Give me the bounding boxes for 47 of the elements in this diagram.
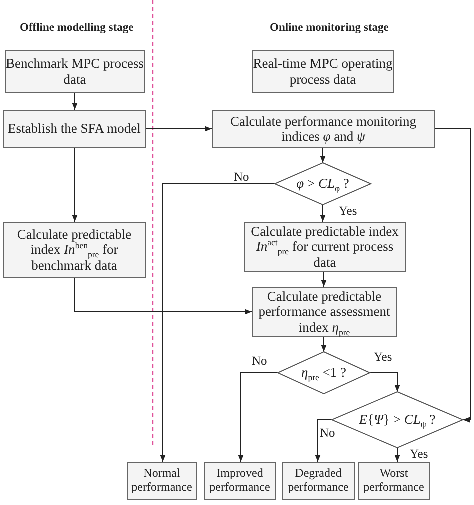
process-box	[127, 462, 197, 500]
node-text: Calculate predictable index In$^{act}$$_{pre}$ for current process data	[250, 224, 400, 270]
arrow	[370, 372, 400, 392]
node-text: Calculate predictable performance assessment index η$_{pre}$	[258, 289, 392, 335]
stage-heading: Online monitoring stage	[270, 22, 389, 34]
edge-label: Yes	[339, 204, 358, 219]
arrow	[321, 336, 327, 352]
node-text: Degraded performance	[287, 467, 350, 495]
process-box	[204, 462, 276, 500]
process-box	[3, 110, 146, 148]
arrow	[394, 448, 400, 462]
process-box	[5, 50, 145, 93]
node-text: Calculate performance monitoring indices φ and ψ	[230, 114, 418, 144]
edge-label: No	[320, 426, 336, 441]
node-text: φ > CL$_{φ}$ ?	[296, 176, 350, 192]
node-text: E{Ψ} > CL$_{ψ}$ ?	[359, 412, 436, 428]
node-text: Improved performance	[208, 467, 272, 495]
arrow	[320, 204, 326, 222]
node-text: Establish the SFA model	[8, 121, 141, 137]
arrow	[72, 92, 78, 110]
decision-diamond	[275, 163, 371, 205]
process-box	[282, 462, 355, 500]
process-box	[212, 110, 435, 148]
node-text: Calculate predictable index In$^{ben}$$_{pre}$ for benchmark data	[16, 227, 133, 273]
node-text: Worst performance	[362, 467, 426, 495]
node-text: η$_{pre}$ <1 ?	[301, 365, 346, 381]
edge-label: No	[252, 354, 268, 369]
edge-label: No	[234, 170, 250, 185]
node-text: Benchmark MPC process data	[6, 56, 144, 87]
decision-diamond	[278, 352, 370, 394]
edge-label: Yes	[410, 447, 428, 462]
process-box	[358, 462, 430, 500]
arrow	[434, 128, 472, 423]
arrow	[72, 148, 78, 222]
arrow	[74, 278, 252, 315]
arrow	[160, 184, 276, 462]
stage-heading: Offline modelling stage	[20, 22, 134, 34]
arrow	[146, 126, 212, 132]
process-box	[252, 50, 394, 93]
node-text: Real-time MPC operating process data	[253, 56, 393, 87]
node-text: Normal performance	[130, 467, 194, 495]
arrow	[321, 272, 327, 288]
arrow	[238, 372, 278, 462]
arrow	[315, 420, 332, 462]
process-box	[3, 222, 146, 278]
edge-label: Yes	[374, 350, 392, 365]
arrow	[320, 148, 326, 164]
